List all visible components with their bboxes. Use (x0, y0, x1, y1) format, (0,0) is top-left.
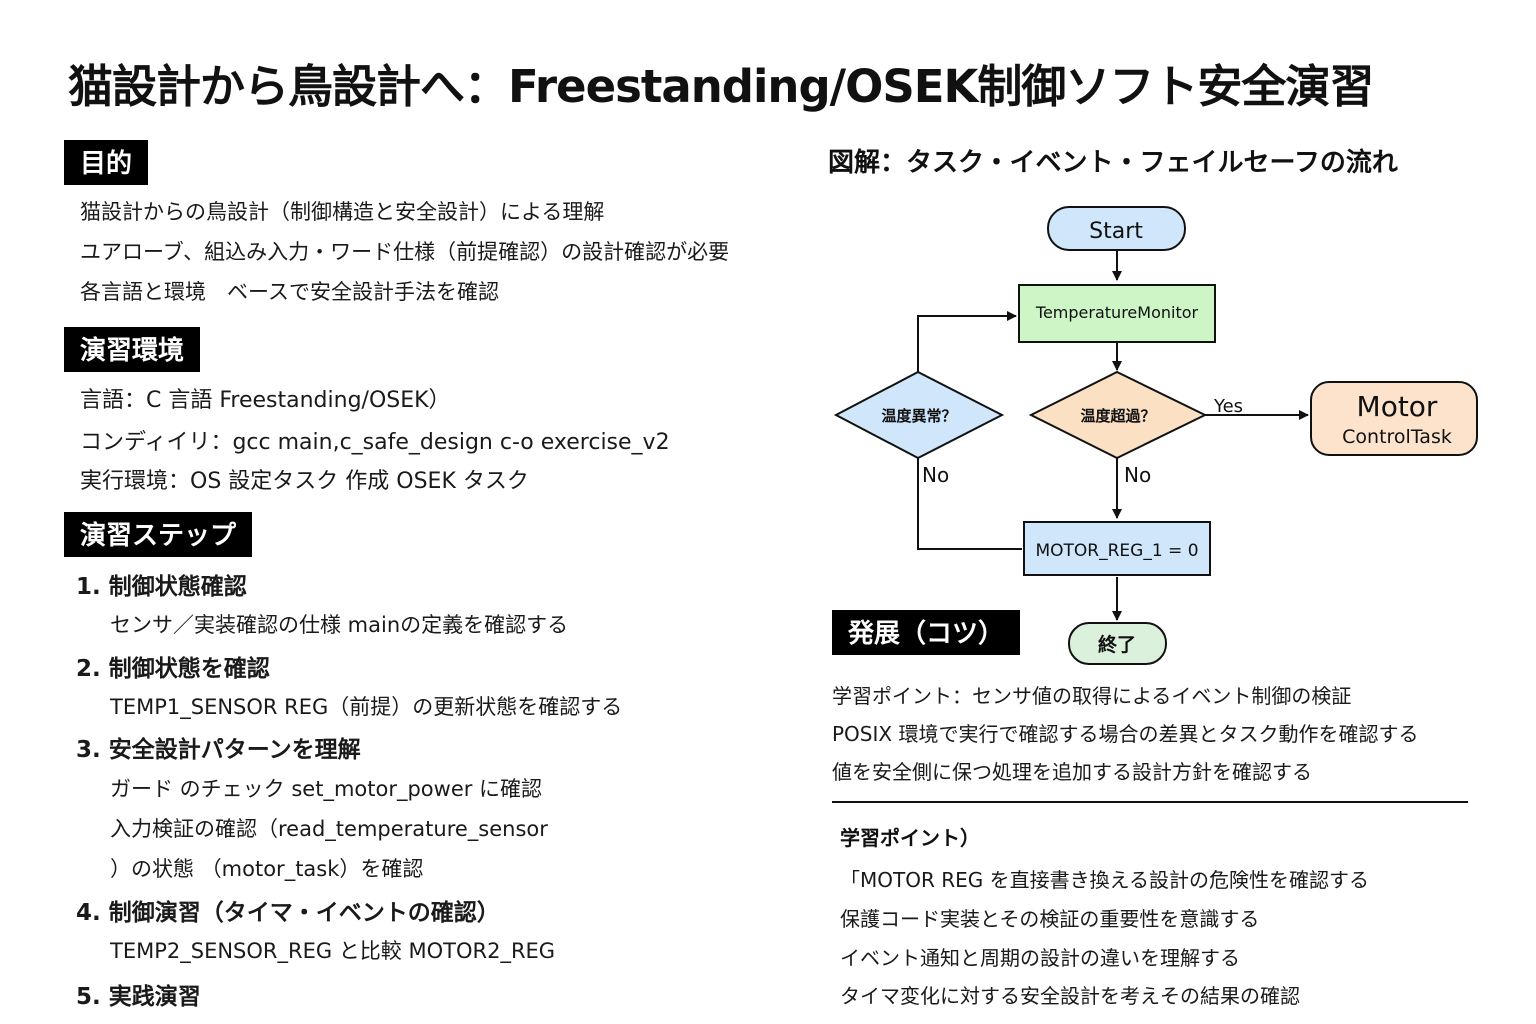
step-sub: ガード のチェック set_motor_power に確認 (110, 777, 543, 801)
learning-point: 保護コード実装とその検証の重要性を意識する (840, 907, 1260, 931)
steps-heading: 演習ステップ (64, 512, 253, 557)
tips-line: 学習ポイント：センサ値の取得によるイベント制御の検証 (832, 684, 1352, 708)
objective-line: 猫設計からの鳥設計（制御構造と安全設計）による理解 (80, 200, 605, 224)
step-title: 1. 制御状態確認 (76, 574, 247, 600)
step-sub: TEMP1_SENSOR REG（前提）の更新状態を確認する (110, 695, 623, 719)
objective-line: ユアローブ、組込み入力・ワード仕様（前提確認）の設計確認が必要 (80, 240, 730, 264)
step-title: 3. 安全設計パターンを理解 (76, 737, 361, 763)
step-sub: ）の状態 （motor_task）を確認 (110, 857, 424, 881)
diagram-title: 図解：タスク・イベント・フェイルセーフの流れ (828, 148, 1398, 178)
step-sub: 入力検証の確認（read_temperature_sensor (110, 817, 548, 841)
environment-line: 実行環境：OS 設定タスク 作成 OSEK タスク (80, 469, 529, 494)
page-title: 猫設計から鳥設計へ：Freestanding/OSEK制御ソフト安全演習 (68, 60, 1374, 113)
learning-point: 「MOTOR REG を直接書き換える設計の危険性を確認する (840, 868, 1369, 892)
tips-heading: 発展（コツ） (832, 610, 1021, 655)
learning-points-heading: 学習ポイント） (840, 826, 980, 850)
objective-line: 各言語と環境 ベースで安全設計手法を確認 (80, 280, 499, 304)
learning-point: イベント通知と周期の設計の違いを理解する (840, 946, 1240, 970)
learning-point: タイマ変化に対する安全設計を考えその結果の確認 (840, 984, 1300, 1008)
environment-line: 言語：C 言語 Freestanding/OSEK） (80, 388, 451, 413)
left-decision-label: 温度異常？ (881, 407, 956, 425)
no-right-label: No (1124, 463, 1151, 487)
objective-heading: 目的 (64, 140, 149, 185)
edge-reg-left (917, 458, 1022, 550)
environment-line: コンディイリ：gcc main,c_safe_design c-o exerci… (80, 430, 670, 455)
step-title: 2. 制御状態を確認 (76, 656, 270, 682)
motor-node (1310, 381, 1478, 456)
edge-loop-monitor (917, 311, 1017, 372)
environment-heading: 演習環境 (64, 327, 201, 372)
step-sub: TEMP2_SENSOR_REG と比較 MOTOR2_REG (110, 939, 556, 963)
right-decision-node (1028, 370, 1208, 460)
left-decision-node (833, 370, 1005, 460)
start-label: Start (1089, 219, 1143, 244)
no-left-label: No (922, 463, 949, 487)
step-sub: センサ／実装確認の仕様 mainの定義を確認する (110, 613, 569, 637)
end-label: 終了 (1098, 633, 1136, 656)
right-decision-label: 温度超過？ (1080, 407, 1155, 425)
monitor-node (1018, 284, 1216, 343)
tips-line: 値を安全側に保つ処理を追加する設計方針を確認する (832, 760, 1312, 784)
monitor-label: TemperatureMonitor (1035, 303, 1199, 322)
step-title: 4. 制御演習（タイマ・イベントの確認） (76, 900, 500, 926)
divider (832, 801, 1468, 803)
motor-label-2: ControlTask (1342, 426, 1452, 448)
motor-label-1: Motor (1357, 390, 1438, 423)
start-node (1047, 206, 1186, 251)
end-node (1068, 622, 1167, 665)
step-title: 5. 実践演習 (76, 984, 201, 1010)
tips-line: POSIX 環境で実行で確認する場合の差異とタスク動作を確認する (832, 722, 1419, 746)
yes-label: Yes (1213, 396, 1243, 417)
motor-reg-label: MOTOR_REG_1 = 0 (1035, 541, 1198, 561)
motor-reg-node (1023, 521, 1211, 576)
